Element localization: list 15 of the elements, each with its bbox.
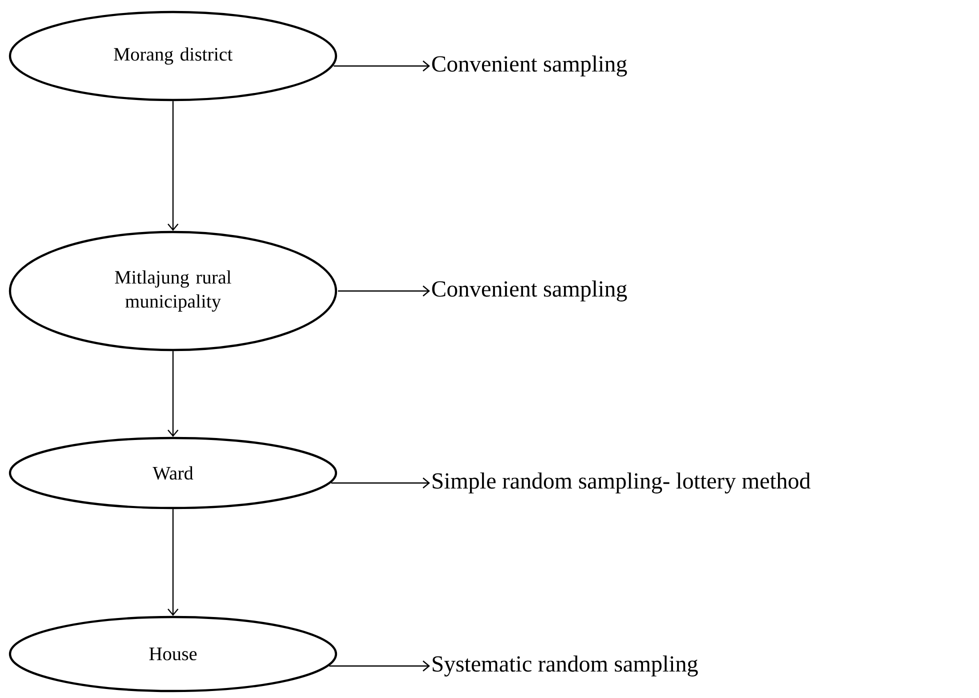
- ellipse-node: Mitlajung rural municipality: [8, 230, 338, 352]
- method-label: Simple random sampling- lottery method: [432, 472, 810, 494]
- arrow: [168, 509, 178, 616]
- arrow: [168, 101, 178, 231]
- arrow: [168, 351, 178, 437]
- method-label: Convenient sampling: [432, 280, 627, 302]
- ellipse-node: Ward: [8, 436, 338, 510]
- method-label: Systematic random sampling: [432, 656, 698, 676]
- ellipse-node: House: [8, 616, 338, 692]
- arrow: [334, 60, 430, 72]
- ellipse-node: Morang district: [8, 10, 338, 102]
- method-label: Convenient sampling: [432, 56, 627, 76]
- arrow: [329, 660, 430, 672]
- arrow: [338, 286, 430, 296]
- arrow: [331, 478, 430, 488]
